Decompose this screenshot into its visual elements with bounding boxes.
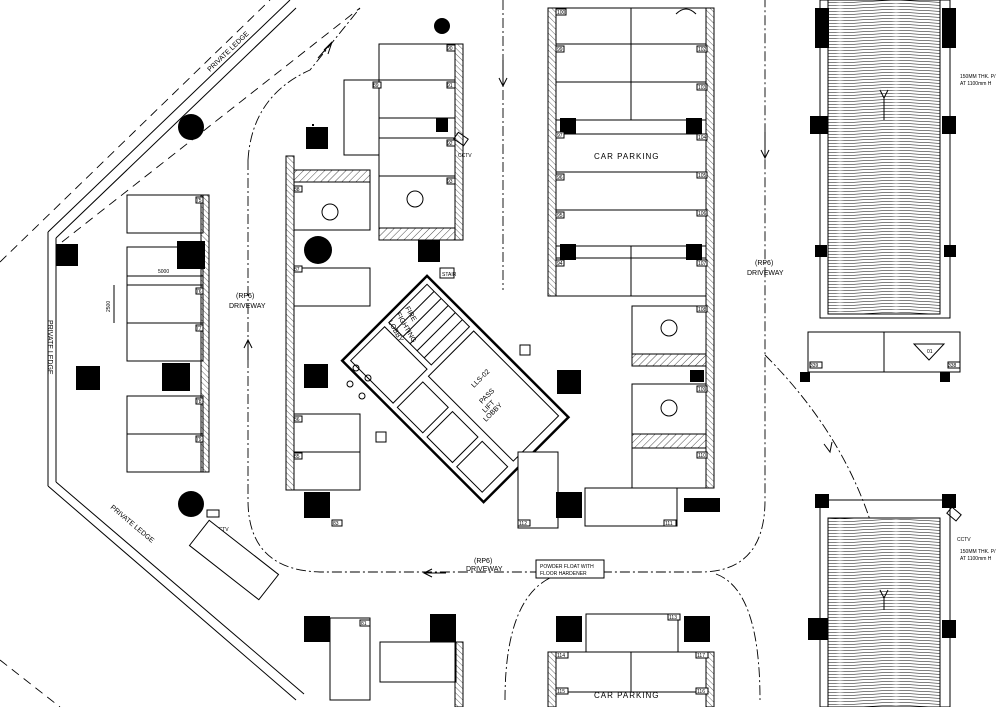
lot-97: 97 — [557, 133, 563, 139]
driveway-bottom-code: (RP6) — [474, 558, 492, 565]
lot-85: 85 — [294, 454, 300, 460]
lot-75: 75 — [196, 198, 202, 204]
lot-95: 95 — [557, 213, 563, 219]
driveway-right-code: (RP6) — [755, 260, 773, 267]
driveway-bottom-label: DRIVEWAY — [466, 566, 503, 573]
car-parking-top-label: CAR PARKING — [594, 152, 660, 161]
lot-100: 100 — [557, 10, 566, 16]
ramp-note-top-line2: AT 1100mm H — [960, 81, 992, 87]
misc-elements: STAIR — [312, 8, 697, 279]
lift-lobby-code: LLS-02 — [470, 368, 491, 389]
lot-116: 116 — [697, 689, 705, 695]
lot-96: 96 — [557, 175, 563, 181]
lot-106: 106 — [698, 211, 707, 217]
lot-112: 112 — [519, 521, 527, 527]
right-parking: CAR PARKING 100 99 97 96 95 — [517, 7, 720, 529]
lot-88: 88 — [294, 187, 300, 193]
driveway-centerlines — [243, 0, 871, 701]
dim-5000: 5000 — [158, 269, 169, 275]
lot-103: 103 — [698, 85, 707, 91]
private-ledge-left-label: PRIVATE LEDGE — [46, 320, 53, 375]
driveway-labels: (RP6) DRIVEWAY (RP6) DRIVEWAY (RP6) DRIV… — [229, 260, 784, 579]
dim-2500: 2500 — [106, 301, 112, 312]
lot-113: 113 — [669, 615, 677, 621]
lot-79: 79 — [196, 437, 202, 443]
private-ledge-top-label: PRIVATE LEDGE — [207, 30, 251, 73]
cctv-right-label: CCTV — [957, 537, 971, 543]
lot-339: 339 — [810, 363, 819, 369]
lot-105: 105 — [698, 173, 707, 179]
lot-107: 107 — [698, 261, 707, 267]
lot-94: 94 — [557, 261, 563, 267]
left-parking: 75 76 77 78 79 5000 2500 CCTV 80 — [56, 114, 280, 601]
lot-114: 114 — [557, 653, 565, 659]
ramp-note-bottom-line2: AT 1100mm H — [960, 556, 992, 562]
cctv-center-label: CCTV — [458, 153, 472, 159]
lot-89: 89 — [373, 83, 379, 89]
section-marker: 01 — [927, 349, 933, 355]
lot-117: 117 — [697, 653, 705, 659]
lot-76: 76 — [196, 289, 202, 295]
lot-87: 87 — [294, 267, 300, 273]
lot-115: 115 — [557, 689, 565, 695]
lot-77: 77 — [196, 326, 202, 332]
lot-338: 338 — [948, 363, 957, 369]
lot-99: 99 — [557, 47, 563, 53]
ramp-note-top-line1: 150MM THK. P/ — [960, 74, 996, 80]
lot-104: 104 — [698, 135, 707, 141]
lot-81: 81 — [361, 621, 367, 627]
core-block: LLS-02 PASS LIFT LOBBY FIRE FIGHTING LOB… — [340, 274, 571, 504]
lot-91: 91 — [447, 83, 453, 89]
powder-float-line1: POWDER FLOAT WITH — [540, 564, 594, 570]
driveway-left-label: DRIVEWAY — [229, 303, 266, 310]
driveway-right-label: DRIVEWAY — [747, 270, 784, 277]
lot-110: 110 — [698, 453, 706, 459]
lot-86: 86 — [294, 417, 300, 423]
lot-90: 90 — [447, 46, 453, 52]
lot-108: 108 — [698, 307, 707, 313]
lot-92: 92 — [447, 141, 453, 147]
lot-78: 78 — [196, 399, 202, 405]
stair-code: STAIR — [442, 272, 457, 278]
central-parking: 88 87 86 85 83 89 90 91 92 93 CCTV — [285, 18, 472, 527]
powder-float-line2: FLOOR HARDENER — [540, 571, 587, 577]
lot-111: 111 — [665, 521, 673, 527]
ramp-note-bottom-line1: 150MM THK. P/ — [960, 549, 996, 555]
lot-109: 109 — [698, 387, 707, 393]
bottom-parking: 81 CAR PARKING 114 117 113 115 116 — [304, 613, 715, 708]
ramps: 150MM THK. P/ AT 1100mm H 150MM THK. P/ … — [800, 0, 996, 708]
lot-93: 93 — [447, 179, 453, 185]
private-ledge-bottom-label: PRIVATE LEDGE — [109, 504, 156, 545]
car-parking-bottom-label: CAR PARKING — [594, 691, 660, 700]
lot-84: 83 — [333, 521, 339, 527]
lot-102: 102 — [698, 47, 707, 53]
driveway-left-code: (RP6) — [236, 293, 254, 300]
